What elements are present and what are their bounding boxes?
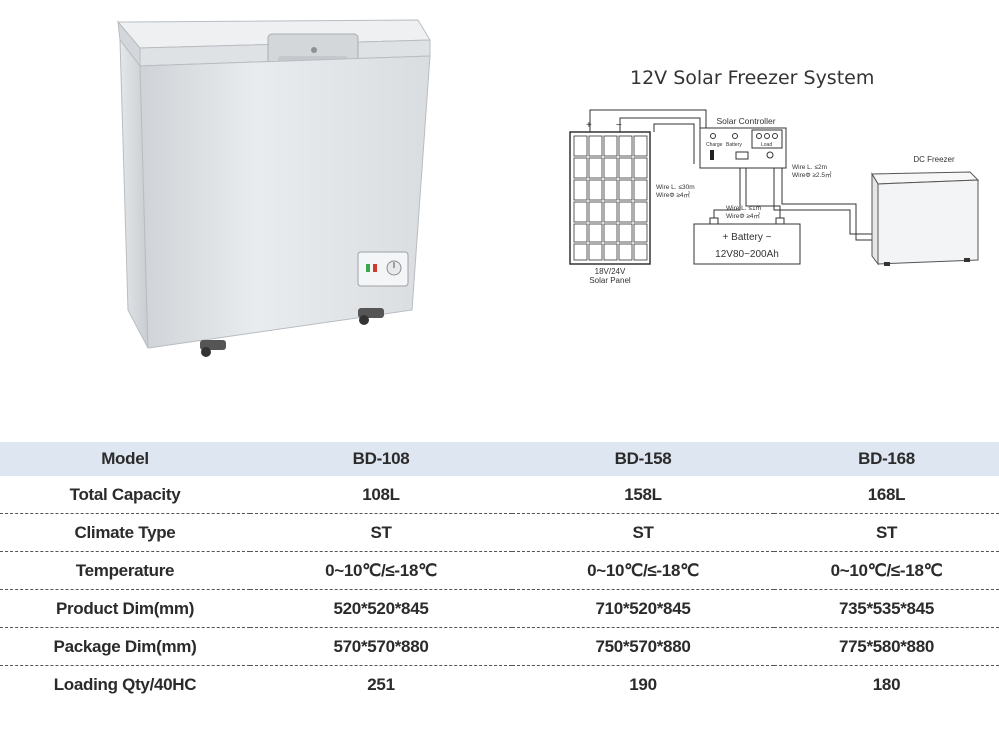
cell: 520*520*845 bbox=[333, 598, 429, 618]
diagram-title: 12V Solar Freezer System bbox=[630, 67, 874, 89]
solar-freezer-system-diagram: 12V Solar Freezer System + − 18V/24V Sol… bbox=[569, 67, 980, 285]
cell: 570*570*880 bbox=[333, 636, 429, 656]
cell: 180 bbox=[872, 674, 901, 694]
cell: 190 bbox=[629, 674, 657, 694]
cell: ST bbox=[370, 522, 392, 542]
freezer-label: DC Freezer bbox=[913, 155, 955, 164]
charge-label: Charge bbox=[706, 142, 723, 148]
chest-freezer-image bbox=[116, 19, 431, 357]
cell: ST bbox=[875, 522, 898, 542]
spec-header-row: Model BD-108 BD-158 BD-168 bbox=[0, 442, 999, 476]
solar-panel: + − 18V/24V Solar Panel bbox=[569, 120, 651, 285]
cell: 750*570*880 bbox=[595, 636, 691, 656]
cell: 108L bbox=[362, 484, 400, 504]
cell: 0~10℃/≤-18℃ bbox=[587, 560, 699, 580]
header-bd-168: BD-168 bbox=[858, 449, 915, 468]
load-wire-diameter: WireΦ ≥2.5㎡ bbox=[792, 170, 832, 179]
row-label: Package Dim(mm) bbox=[53, 636, 197, 656]
load-label: Load bbox=[761, 142, 772, 148]
panel-label-name: Solar Panel bbox=[589, 276, 631, 285]
dc-freezer: DC Freezer bbox=[871, 155, 980, 266]
battery: + Battery − 12V80~200Ah bbox=[693, 217, 801, 265]
cell: ST bbox=[632, 522, 654, 542]
battery-indicator-label: Battery bbox=[726, 142, 742, 148]
battery-spec: 12V80~200Ah bbox=[715, 249, 779, 260]
row-label: Product Dim(mm) bbox=[55, 598, 195, 618]
cell: 168L bbox=[867, 484, 906, 504]
row-label: Loading Qty/40HC bbox=[53, 674, 197, 694]
solar-controller: Solar Controller Charge Battery Load bbox=[699, 116, 787, 169]
panel-plus: + bbox=[586, 120, 592, 131]
table-row: Climate Type ST ST ST bbox=[0, 513, 999, 552]
row-label: Climate Type bbox=[74, 522, 176, 542]
table-row: Total Capacity 108L 158L 168L bbox=[0, 476, 999, 514]
header-bd-108: BD-108 bbox=[352, 449, 410, 468]
panel-wire-length: Wire L. ≤30m bbox=[656, 184, 695, 191]
header-model: Model bbox=[101, 449, 149, 468]
spec-table: Model BD-108 BD-158 BD-168 Total Capacit… bbox=[0, 442, 999, 703]
panel-label-voltage: 18V/24V bbox=[595, 267, 626, 276]
cell: 251 bbox=[367, 674, 395, 694]
cell: 158L bbox=[624, 484, 662, 504]
table-row: Loading Qty/40HC 251 190 180 bbox=[0, 665, 999, 704]
header-bd-158: BD-158 bbox=[614, 449, 672, 468]
cell: 0~10℃/≤-18℃ bbox=[830, 560, 943, 580]
cell: 710*520*845 bbox=[595, 598, 691, 618]
load-wire-length: Wire L. ≤2m bbox=[792, 164, 827, 171]
thermostat-panel bbox=[357, 251, 409, 287]
table-row: Product Dim(mm) 520*520*845 710*520*845 … bbox=[0, 589, 999, 628]
cell: 775*580*880 bbox=[838, 636, 935, 656]
panel-wire-diameter: WireΦ ≥4㎡ bbox=[656, 190, 691, 199]
battery-wire-diameter: WireΦ ≥4㎡ bbox=[726, 211, 761, 220]
battery-wire-length: Wire L. ≤1m bbox=[726, 205, 761, 212]
controller-label: Solar Controller bbox=[716, 116, 775, 126]
row-label: Total Capacity bbox=[69, 484, 181, 504]
cell: 0~10℃/≤-18℃ bbox=[325, 560, 437, 580]
battery-name: + Battery − bbox=[723, 232, 772, 243]
panel-minus: − bbox=[616, 120, 622, 131]
row-label: Temperature bbox=[75, 560, 175, 580]
table-row: Package Dim(mm) 570*570*880 750*570*880 … bbox=[0, 627, 999, 666]
table-row: Temperature 0~10℃/≤-18℃ 0~10℃/≤-18℃ 0~10… bbox=[0, 551, 999, 590]
cell: 735*535*845 bbox=[838, 598, 935, 618]
